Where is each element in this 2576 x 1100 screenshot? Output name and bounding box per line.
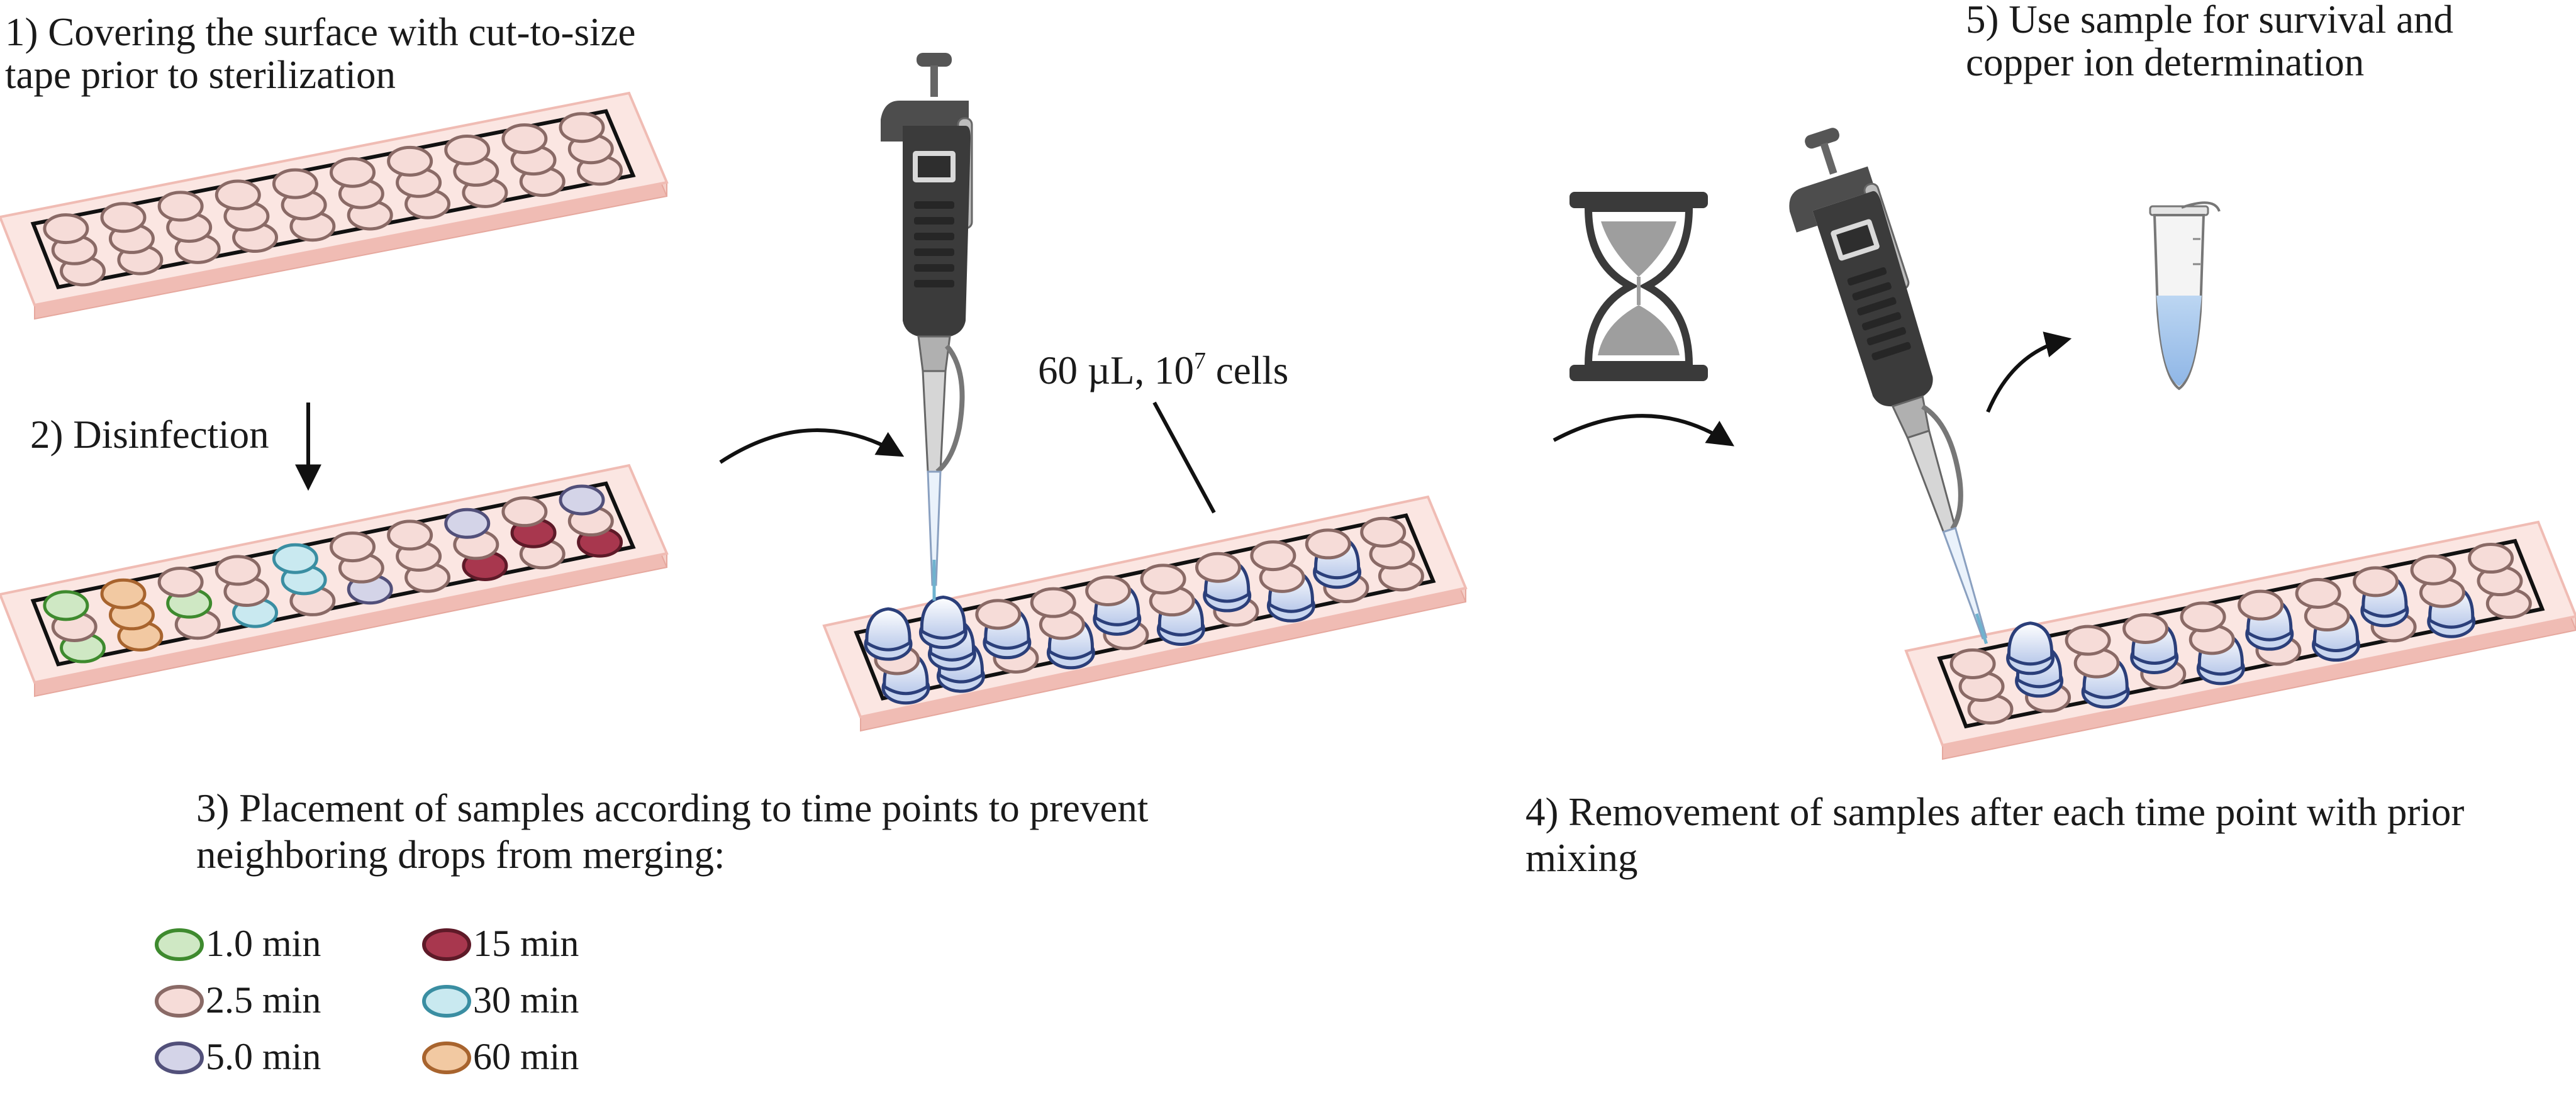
legend-label: 15 min: [473, 923, 579, 964]
well-25: [1085, 575, 1132, 607]
legend-item: 1.0 min: [155, 923, 321, 964]
well-26: [330, 531, 376, 563]
hourglass-icon: [1570, 192, 1708, 381]
well-22: [100, 578, 147, 609]
legend-swatch: [155, 928, 204, 961]
sample-drop: [864, 607, 913, 661]
well-26: [330, 157, 376, 188]
sample-drop: [918, 595, 967, 649]
well-21: [43, 590, 89, 621]
annotation-pointer: [1152, 401, 1216, 514]
well-30: [559, 484, 605, 516]
well-23: [975, 599, 1022, 630]
arrow-to-pipetting: [719, 428, 905, 464]
legend-label: 5.0 min: [206, 1036, 321, 1077]
step1-label: 1) Covering the surface with cut-to-size…: [5, 10, 645, 97]
legend-label: 60 min: [473, 1036, 579, 1077]
well-29: [501, 496, 548, 528]
well-24: [215, 179, 261, 211]
well-29: [2410, 554, 2456, 586]
well-27: [2295, 578, 2341, 609]
legend-swatch: [422, 928, 471, 961]
pipette-icon: [881, 53, 973, 601]
time-point-legend: 1.0 min 2.5 min 5.0 min 15 min 30 min 60 min: [155, 923, 579, 1077]
well-30: [2468, 543, 2514, 574]
legend-swatch: [422, 985, 471, 1018]
well-30: [559, 112, 605, 143]
well-25: [2180, 601, 2226, 633]
legend-item: 60 min: [422, 1036, 579, 1077]
well-27: [387, 519, 433, 551]
well-30: [1360, 516, 1407, 548]
sample-removal-slide: [1904, 520, 2576, 760]
well-29: [501, 123, 548, 155]
arrow-to-removal: [1553, 414, 1735, 447]
well-26: [1140, 564, 1186, 595]
arrow-to-tube: [1986, 331, 2072, 413]
well-28: [444, 134, 491, 165]
well-28: [444, 508, 491, 539]
well-22: [100, 202, 147, 233]
legend-label: 2.5 min: [206, 979, 321, 1021]
well-26: [2238, 589, 2284, 621]
well-24: [2122, 613, 2169, 644]
well-29: [1305, 528, 1351, 560]
legend-item: 5.0 min: [155, 1036, 321, 1077]
well-27: [1195, 552, 1241, 583]
step4-label: 4) Removement of samples after each time…: [1525, 790, 2474, 880]
sample-drop: [2006, 621, 2055, 675]
pipette-icon: [1789, 128, 1988, 645]
disinfected-slide: [0, 464, 669, 697]
legend-item: 15 min: [422, 923, 579, 964]
well-21: [43, 213, 89, 245]
well-27: [387, 145, 433, 177]
legend-swatch: [155, 985, 204, 1018]
step3-label: 3) Placement of samples according to tim…: [196, 786, 1158, 877]
well-24: [215, 555, 261, 586]
well-23: [2065, 625, 2111, 656]
legend-swatch: [155, 1042, 204, 1074]
well-23: [157, 567, 204, 598]
microcentrifuge-tube-icon: [2149, 201, 2221, 391]
volume-annotation: 60 µL, 107 cells: [1038, 348, 1288, 392]
well-25: [272, 543, 318, 574]
tape-covered-slide: [0, 91, 669, 320]
well-23: [157, 191, 204, 222]
well-21: [1949, 648, 1996, 679]
step5-label: 5) Use sample for survival and copper io…: [1966, 0, 2463, 84]
step2-label: 2) Disinfection: [30, 413, 269, 457]
well-28: [2353, 566, 2399, 597]
legend-item: 30 min: [422, 979, 579, 1021]
legend-item: 2.5 min: [155, 979, 321, 1021]
legend-swatch: [422, 1042, 471, 1074]
legend-label: 30 min: [473, 979, 579, 1021]
well-24: [1030, 587, 1076, 618]
legend-label: 1.0 min: [206, 923, 321, 964]
sample-placement-slide: [822, 495, 1468, 732]
well-28: [1250, 540, 1296, 572]
well-25: [272, 168, 318, 199]
